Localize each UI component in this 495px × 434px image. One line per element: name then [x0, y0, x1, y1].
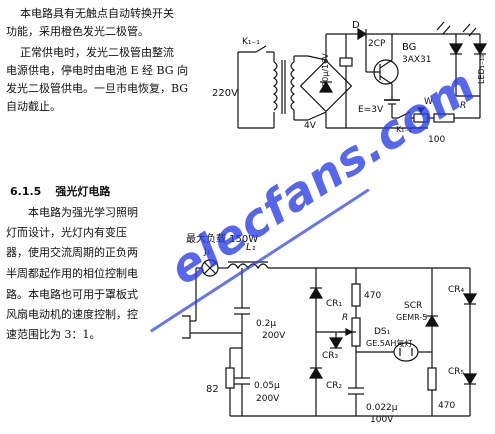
s2-line-3: 器，使用交流周期的正负两	[6, 246, 138, 259]
pot-r-label: R	[342, 313, 348, 323]
cr4-label: CR₄	[448, 285, 465, 295]
cr2-label: CR₂	[326, 381, 343, 391]
diode-cr3-icon	[328, 337, 344, 350]
ds1-type-label: GE.5AH氖灯	[366, 338, 412, 348]
load-label: 最大负载 150W	[186, 232, 258, 245]
resistor-label: R	[460, 101, 466, 111]
diode-cr2-icon	[308, 366, 324, 379]
transformer-primary	[272, 61, 278, 111]
section-number: 6.1.5	[10, 185, 42, 198]
pot-label: W	[424, 97, 433, 107]
s1-line-6: 自动截止。	[6, 100, 61, 113]
cap2-voltage-label: 200V	[256, 394, 280, 404]
diode-cr5-icon	[462, 373, 478, 386]
diode-cr1-icon	[308, 286, 324, 299]
cap2-label: 0.05μ	[254, 381, 280, 391]
cap1-label: 0.2μ	[256, 319, 276, 329]
cr3-label: CR₃	[322, 351, 339, 361]
ds1-label: DS₁	[374, 327, 391, 337]
s2-line-7: 速范围比为 3：1。	[6, 328, 101, 341]
resistor-470a-icon	[351, 283, 361, 307]
cap3-label: 0.022μ	[366, 403, 398, 413]
s2-line-1: 本电路为强光学习照明	[28, 206, 138, 219]
s1-line-1: 本电路具有无触点自动转换开关	[20, 7, 174, 20]
r470a-label: 470	[364, 291, 381, 301]
s1-line-3: 正常供电时，发光二极管由整流	[20, 46, 174, 59]
transformer-out-label: 4V	[304, 121, 317, 131]
cr5-label: CR₅	[448, 367, 465, 377]
bridge-diode-icon	[318, 80, 334, 93]
scr-label: SCR	[404, 301, 422, 311]
resistor-82-icon	[225, 367, 235, 389]
led-array-label: LED₁₋₁₀	[477, 54, 486, 84]
s1-line-2: 功能，采用橙色发光二极管。	[6, 25, 149, 38]
resistor-value-label: 100	[428, 135, 445, 145]
s1-line-5: 发光二极管供电。一旦市电恢复，BG	[6, 82, 189, 95]
battery-label: E=3V	[358, 105, 384, 115]
transformer-secondary	[290, 61, 296, 111]
capacitor-icon	[339, 57, 353, 67]
diode-label: D	[352, 20, 360, 31]
led-array-icon	[472, 43, 488, 56]
bridge-rectifier	[299, 59, 353, 113]
transistor-type-label: 3AX31	[402, 55, 432, 65]
k1-1-label: K₁₋₁	[242, 37, 260, 47]
inductor-label: L₁	[246, 242, 256, 253]
diode-type-label: 2CP	[368, 39, 386, 49]
j1-label: J₁	[203, 247, 211, 257]
cap3-voltage-label: 100V	[370, 415, 394, 425]
relay-contact-k1-2	[397, 111, 411, 119]
k1-2-label: K₁₋₂	[396, 125, 412, 134]
strong-light-circuit: J₁ 最大负载 150W L₁ 0.2μ 200V 82 0.05μ 200V …	[182, 232, 478, 425]
mains-label: 220V	[212, 88, 238, 99]
s2-line-5: 路。本电路也可用于罩板式	[6, 288, 138, 301]
r470b-label: 470	[438, 401, 455, 411]
scr-icon	[424, 314, 440, 327]
cap1-voltage-label: 200V	[262, 331, 286, 341]
diode-d-icon	[357, 27, 368, 41]
section-heading: 6.1.5 强光灯电路	[10, 183, 110, 199]
transistor-label: BG	[402, 42, 416, 53]
power-plug-icon	[182, 315, 191, 339]
s2-line-2: 灯而设计，光灯内有变压	[6, 226, 127, 239]
s2-line-4: 半周都起作用的相位控制电	[6, 267, 138, 280]
res1-label: 82	[206, 384, 219, 395]
scr-type-label: GEMR-5	[396, 313, 427, 322]
section-title: 强光灯电路	[55, 185, 111, 198]
relay-contact-k1-1	[255, 45, 267, 53]
diode-cr4-icon	[462, 293, 478, 306]
led-switch-circuit: K₁₋₁ 220V 4V D 2CP 100μ/16V BG 3AX31 E=3…	[212, 20, 488, 145]
capacitor-label: 100μ/16V	[321, 53, 330, 92]
s1-line-4: 电源供电，停电时由电池 E 经 BG 向	[6, 64, 189, 77]
resistor-470b-icon	[427, 367, 437, 391]
s2-line-6: 风扇电动机的速度控制，控	[6, 308, 138, 321]
cr1-label: CR₁	[326, 299, 343, 309]
